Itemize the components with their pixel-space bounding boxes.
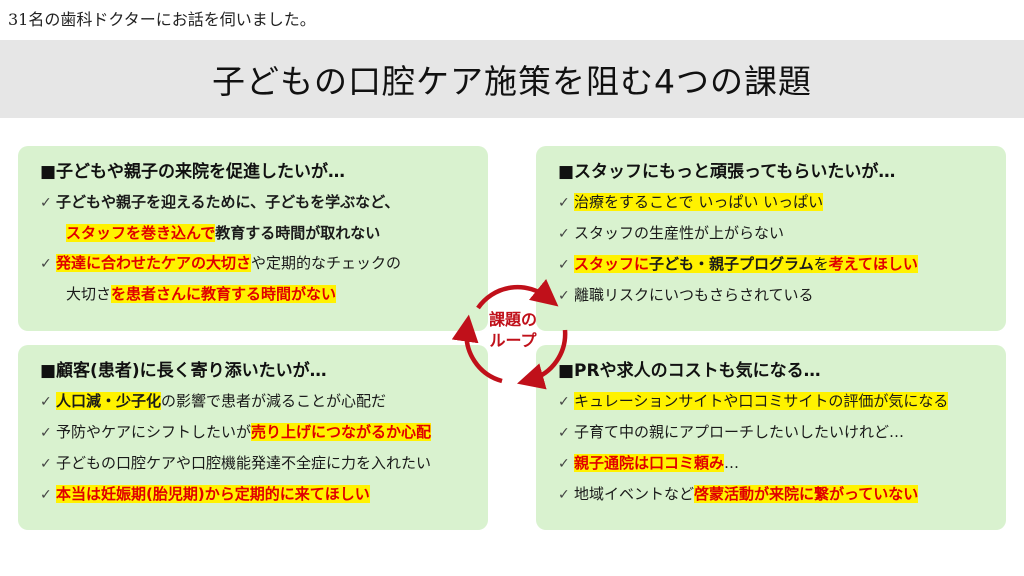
issue-item: ✓予防やケアにシフトしたいが売り上げにつながるか心配 (40, 422, 488, 443)
panel-patient-visits: ■子どもや親子の来院を促進したいが… ✓子どもや親子を迎えるために、子どもを学ぶ… (18, 146, 488, 331)
issue-text-segment: の影響で患者が減ることが心配だ (161, 392, 387, 410)
issue-item: ✓スタッフに子ども・親子プログラムを考えてほしい (558, 254, 1006, 275)
issue-text-segment: を患者さんに教育する時間がない (111, 285, 337, 303)
issue-item: ✓スタッフの生産性が上がらない (558, 223, 1006, 244)
panel-staff: ■スタッフにもっと頑張ってもらいたいが… ✓治療をすることで いっぱい いっぱい… (536, 146, 1006, 331)
issue-item: ✓離職リスクにいつもさらされている (558, 285, 1006, 306)
check-icon: ✓ (558, 257, 570, 273)
issue-text-segment: スタッフを巻き込んで (66, 224, 216, 242)
issue-item: ✓親子通院は口コミ頼み… (558, 453, 1006, 474)
issue-text-segment: 治療をすることで いっぱい いっぱい (574, 193, 824, 211)
issue-text-segment: 地域イベントなど (574, 485, 695, 503)
check-icon: ✓ (558, 487, 570, 503)
issue-text-segment: 大切さ (66, 285, 112, 303)
issue-text-segment: 予防やケアにシフトしたいが (56, 423, 252, 441)
check-icon: ✓ (558, 226, 570, 242)
issue-text-segment: 考えてほしい (828, 255, 918, 273)
page-caption: 31名の歯科ドクターにお話を伺いました。 (8, 10, 316, 29)
check-icon: ✓ (558, 288, 570, 304)
issue-text-segment: 本当は妊娠期(胎児期)から定期的に来てほしい (56, 485, 370, 503)
page-title: 子どもの口腔ケア施策を阻む4つの課題 (212, 62, 812, 101)
check-icon: ✓ (558, 394, 570, 410)
issue-item-continuation: 大切さを患者さんに教育する時間がない (40, 284, 488, 304)
panel-customers: ■顧客(患者)に長く寄り添いたいが… ✓人口減・少子化の影響で患者が減ることが心… (18, 345, 488, 530)
title-bar: 子どもの口腔ケア施策を阻む4つの課題 (0, 40, 1024, 118)
issue-text-segment: スタッフに (574, 255, 650, 273)
issue-item: ✓子育て中の親にアプローチしたいしたいけれど… (558, 422, 1006, 443)
issue-text-segment: 教育する時間が取れない (215, 224, 381, 242)
issue-item: ✓本当は妊娠期(胎児期)から定期的に来てほしい (40, 484, 488, 505)
issue-text-segment: スタッフの生産性が上がらない (574, 224, 785, 242)
issue-list: ✓治療をすることで いっぱい いっぱい✓スタッフの生産性が上がらない✓スタッフに… (558, 192, 1006, 306)
issue-text-segment: 子どもの口腔ケアや口腔機能発達不全症に力を入れたい (56, 454, 432, 472)
issue-text-segment: 人口減・少子化 (56, 392, 162, 410)
panel-pr-costs: ■PRや求人のコストも気になる… ✓キュレーションサイトや口コミサイトの評価が気… (536, 345, 1006, 530)
issue-item: ✓子どもや親子を迎えるために、子どもを学ぶなど、スタッフを巻き込んで教育する時間… (40, 192, 488, 243)
loop-label-line-1: 課題の (488, 310, 537, 329)
issue-list: ✓子どもや親子を迎えるために、子どもを学ぶなど、スタッフを巻き込んで教育する時間… (40, 192, 488, 304)
issue-text-segment: 啓蒙活動が来院に繋がっていない (694, 485, 919, 503)
issue-text-segment: 発達に合わせたケアの大切さ (56, 254, 252, 272)
issue-item: ✓発達に合わせたケアの大切さや定期的なチェックの大切さを患者さんに教育する時間が… (40, 253, 488, 304)
cycle-arrows-icon (451, 279, 568, 390)
issue-text-segment: 親子通院は口コミ頼み (574, 454, 725, 472)
issue-text-segment: 子ども・親子プログラム (649, 255, 814, 273)
issue-list: ✓人口減・少子化の影響で患者が減ることが心配だ✓予防やケアにシフトしたいが売り上… (40, 391, 488, 505)
issue-item: ✓人口減・少子化の影響で患者が減ることが心配だ (40, 391, 488, 412)
panel-heading: ■スタッフにもっと頑張ってもらいたいが… (558, 162, 896, 182)
loop-label: 課題の ループ (478, 309, 548, 351)
check-icon: ✓ (558, 456, 570, 472)
issue-text-segment: 子育て中の親にアプローチしたいしたいけれど… (574, 423, 905, 441)
issue-list: ✓キュレーションサイトや口コミサイトの評価が気になる✓子育て中の親にアプローチし… (558, 391, 1006, 505)
issue-text-segment: … (724, 454, 740, 472)
check-icon: ✓ (40, 394, 52, 410)
issue-item: ✓キュレーションサイトや口コミサイトの評価が気になる (558, 391, 1006, 412)
issue-item-continuation: スタッフを巻き込んで教育する時間が取れない (40, 223, 488, 243)
issue-item: ✓治療をすることで いっぱい いっぱい (558, 192, 1006, 213)
issue-text-segment: や定期的なチェックの (251, 254, 402, 272)
issue-text-segment: 子どもや親子を迎えるために、子どもを学ぶなど、 (56, 193, 400, 211)
issue-item: ✓子どもの口腔ケアや口腔機能発達不全症に力を入れたい (40, 453, 488, 474)
check-icon: ✓ (40, 256, 52, 272)
check-icon: ✓ (40, 195, 52, 211)
panel-heading: ■子どもや親子の来院を促進したいが… (40, 162, 346, 182)
check-icon: ✓ (558, 425, 570, 441)
issue-text-segment: を (813, 255, 829, 273)
check-icon: ✓ (40, 456, 52, 472)
issue-item: ✓地域イベントなど啓蒙活動が来院に繋がっていない (558, 484, 1006, 505)
panel-heading: ■顧客(患者)に長く寄り添いたいが… (40, 361, 327, 381)
panel-heading: ■PRや求人のコストも気になる… (558, 361, 821, 381)
check-icon: ✓ (40, 487, 52, 503)
check-icon: ✓ (558, 195, 570, 211)
check-icon: ✓ (40, 425, 52, 441)
issue-text-segment: 売り上げにつながるか心配 (251, 423, 432, 441)
loop-label-line-2: ループ (489, 331, 537, 350)
issue-text-segment: 離職リスクにいつもさらされている (574, 286, 814, 304)
issue-text-segment: キュレーションサイトや口コミサイトの評価が気になる (574, 392, 949, 410)
